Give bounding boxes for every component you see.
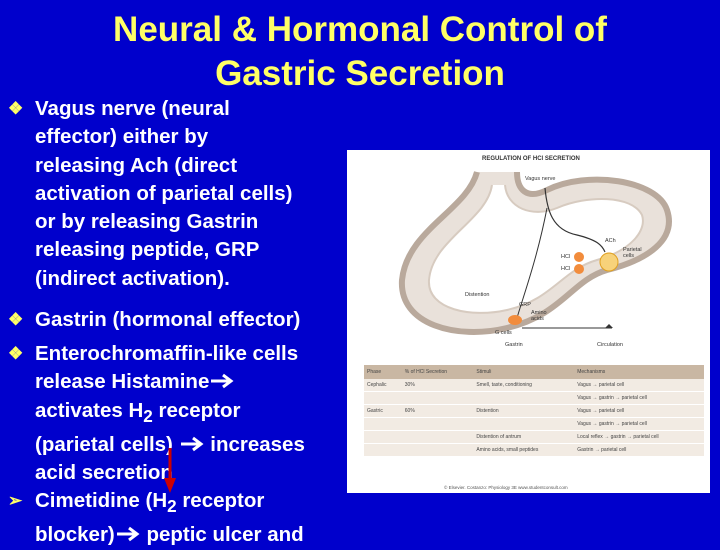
table-header: % of HCl Secretion xyxy=(401,365,474,379)
diamond-bullet-icon: ❖ xyxy=(8,344,24,363)
label-parietal-cells: Parietal cells xyxy=(623,247,642,259)
bullet-line: acid secretion xyxy=(35,461,173,485)
bullet-line: Vagus nerve (neural xyxy=(35,97,230,120)
g-cell xyxy=(508,315,522,325)
hcl-regulation-figure: REGULATION OF HCl SECRETION Vagus nerve … xyxy=(347,150,710,493)
bullet-text: release Histamine xyxy=(35,370,210,394)
bullet-line: effector) either by xyxy=(35,125,209,149)
table-cell: Vagus → parietal cell xyxy=(574,379,704,392)
table-cell: Gastric xyxy=(364,404,402,418)
bullet-line: releasing Ach (direct xyxy=(35,153,238,177)
bullet-line: Gastrin (hormonal effector) xyxy=(35,308,301,331)
circulation-arrow xyxy=(605,324,613,328)
diamond-bullet-icon: ❖ xyxy=(8,99,24,118)
stomach-diagram xyxy=(398,171,672,335)
bullet-text: receptor xyxy=(176,489,265,512)
figure-title: REGULATION OF HCl SECRETION xyxy=(482,156,580,162)
bullet-line: Cimetidine (H2 receptor xyxy=(35,487,304,521)
right-arrow-icon xyxy=(116,527,140,542)
hcl-circle xyxy=(574,264,584,274)
table-cell: Vagus → parietal cell xyxy=(574,404,704,418)
table-cell xyxy=(401,443,474,457)
bullet-text: (parietal cells) xyxy=(35,432,179,456)
label-hcl: HCl xyxy=(561,266,571,272)
label-vagus-nerve: Vagus nerve xyxy=(525,176,556,182)
figure-copyright: © Elsevier. Costanzo: Physiology 3E www.… xyxy=(444,485,568,490)
label-circulation: Circulation xyxy=(597,342,623,348)
table-cell: Distention of antrum xyxy=(473,430,575,444)
bullet-line: (indirect activation). xyxy=(35,266,230,290)
label-distention: Distention xyxy=(465,292,490,298)
table-cell: 30% xyxy=(401,379,474,392)
label-grp: GRP xyxy=(519,302,531,308)
table-cell: Vagus → gastrin → parietal cell xyxy=(574,417,704,431)
bullet-line: Enterochromaffin-like cells xyxy=(35,342,299,365)
bullet-line: releasing peptide, GRP xyxy=(35,238,260,262)
right-arrow-icon xyxy=(211,374,234,389)
stomach-lumen xyxy=(427,184,644,314)
table-cell xyxy=(473,417,575,431)
table-header: Phase xyxy=(364,365,402,379)
grp-nerve-path xyxy=(516,207,548,319)
bullet-line: activates H2 receptor xyxy=(35,397,305,431)
table-cell: Amino acids, small peptides xyxy=(473,443,575,457)
arrowhead-bullet-icon: ➢ xyxy=(8,491,23,510)
table-cell xyxy=(364,391,402,405)
table-cell: Cephalic xyxy=(364,379,402,392)
table-cell: Smell, taste, conditioning xyxy=(473,379,575,392)
bullet-cimetidine: ➢ Cimetidine (H2 receptor blocker) pepti… xyxy=(8,487,304,550)
label-gastrin: Gastrin xyxy=(505,342,523,348)
subscript: 2 xyxy=(167,497,177,517)
bullet-text: peptic ulcer and xyxy=(140,523,304,547)
table-cell: 60% xyxy=(401,404,474,418)
table-cell: Local reflex → gastrin → parietal cell xyxy=(574,430,704,444)
table-cell: Vagus → gastrin → parietal cell xyxy=(574,391,704,405)
table-cell xyxy=(364,443,402,457)
bullet-text: blocker) xyxy=(35,523,115,547)
table-cell: Gastrin → parietal cell xyxy=(574,443,704,457)
subscript: 2 xyxy=(143,406,153,426)
bullet-vagus: ❖ Vagus nerve (neural effector) either b… xyxy=(8,95,293,293)
bullet-line: blocker) peptic ulcer and xyxy=(35,521,304,549)
bullet-line: or by releasing Gastrin xyxy=(35,210,259,234)
label-g-cells: G cells xyxy=(495,330,512,336)
bullet-text: receptor xyxy=(152,398,241,422)
diamond-bullet-icon: ❖ xyxy=(8,310,24,329)
label-ach: ACh xyxy=(605,238,616,244)
table-cell xyxy=(401,391,474,405)
bullet-text: increases xyxy=(204,432,305,456)
table-cell xyxy=(473,391,575,405)
bullet-gastrin: ❖ Gastrin (hormonal effector) xyxy=(8,306,301,334)
vagus-nerve-path xyxy=(544,187,606,253)
bullet-line: activation of parietal cells) xyxy=(35,181,293,205)
phase-table: Phase % of HCl Secretion Stimuli Mechani… xyxy=(364,365,704,457)
bullet-text: Cimetidine (H xyxy=(35,489,168,512)
bullet-text: activates H xyxy=(35,398,144,422)
bullet-ecl-cells: ❖ Enterochromaffin-like cells release Hi… xyxy=(8,340,305,488)
label-amino-acids: Amino acids xyxy=(531,310,547,322)
table-cell xyxy=(401,430,474,444)
table-header: Stimuli xyxy=(473,365,575,379)
red-down-arrow-icon xyxy=(164,448,176,493)
table-cell xyxy=(401,417,474,431)
label-hcl: HCl xyxy=(561,254,571,260)
parietal-cell xyxy=(599,252,619,272)
table-cell xyxy=(364,417,402,431)
bullet-line: release Histamine xyxy=(35,368,305,396)
right-arrow-icon xyxy=(180,436,204,452)
table-cell xyxy=(364,430,402,444)
hcl-circle xyxy=(574,252,584,262)
table-row: Vagus → gastrin → parietal cell xyxy=(364,391,704,405)
table-header: Mechanisms xyxy=(574,365,704,379)
bullet-line: (parietal cells) increases xyxy=(35,431,305,459)
table-row: Vagus → gastrin → parietal cell xyxy=(364,417,704,431)
slide-title: Neural & Hormonal Control of Gastric Sec… xyxy=(113,10,607,93)
table-cell: Distention xyxy=(473,404,575,418)
